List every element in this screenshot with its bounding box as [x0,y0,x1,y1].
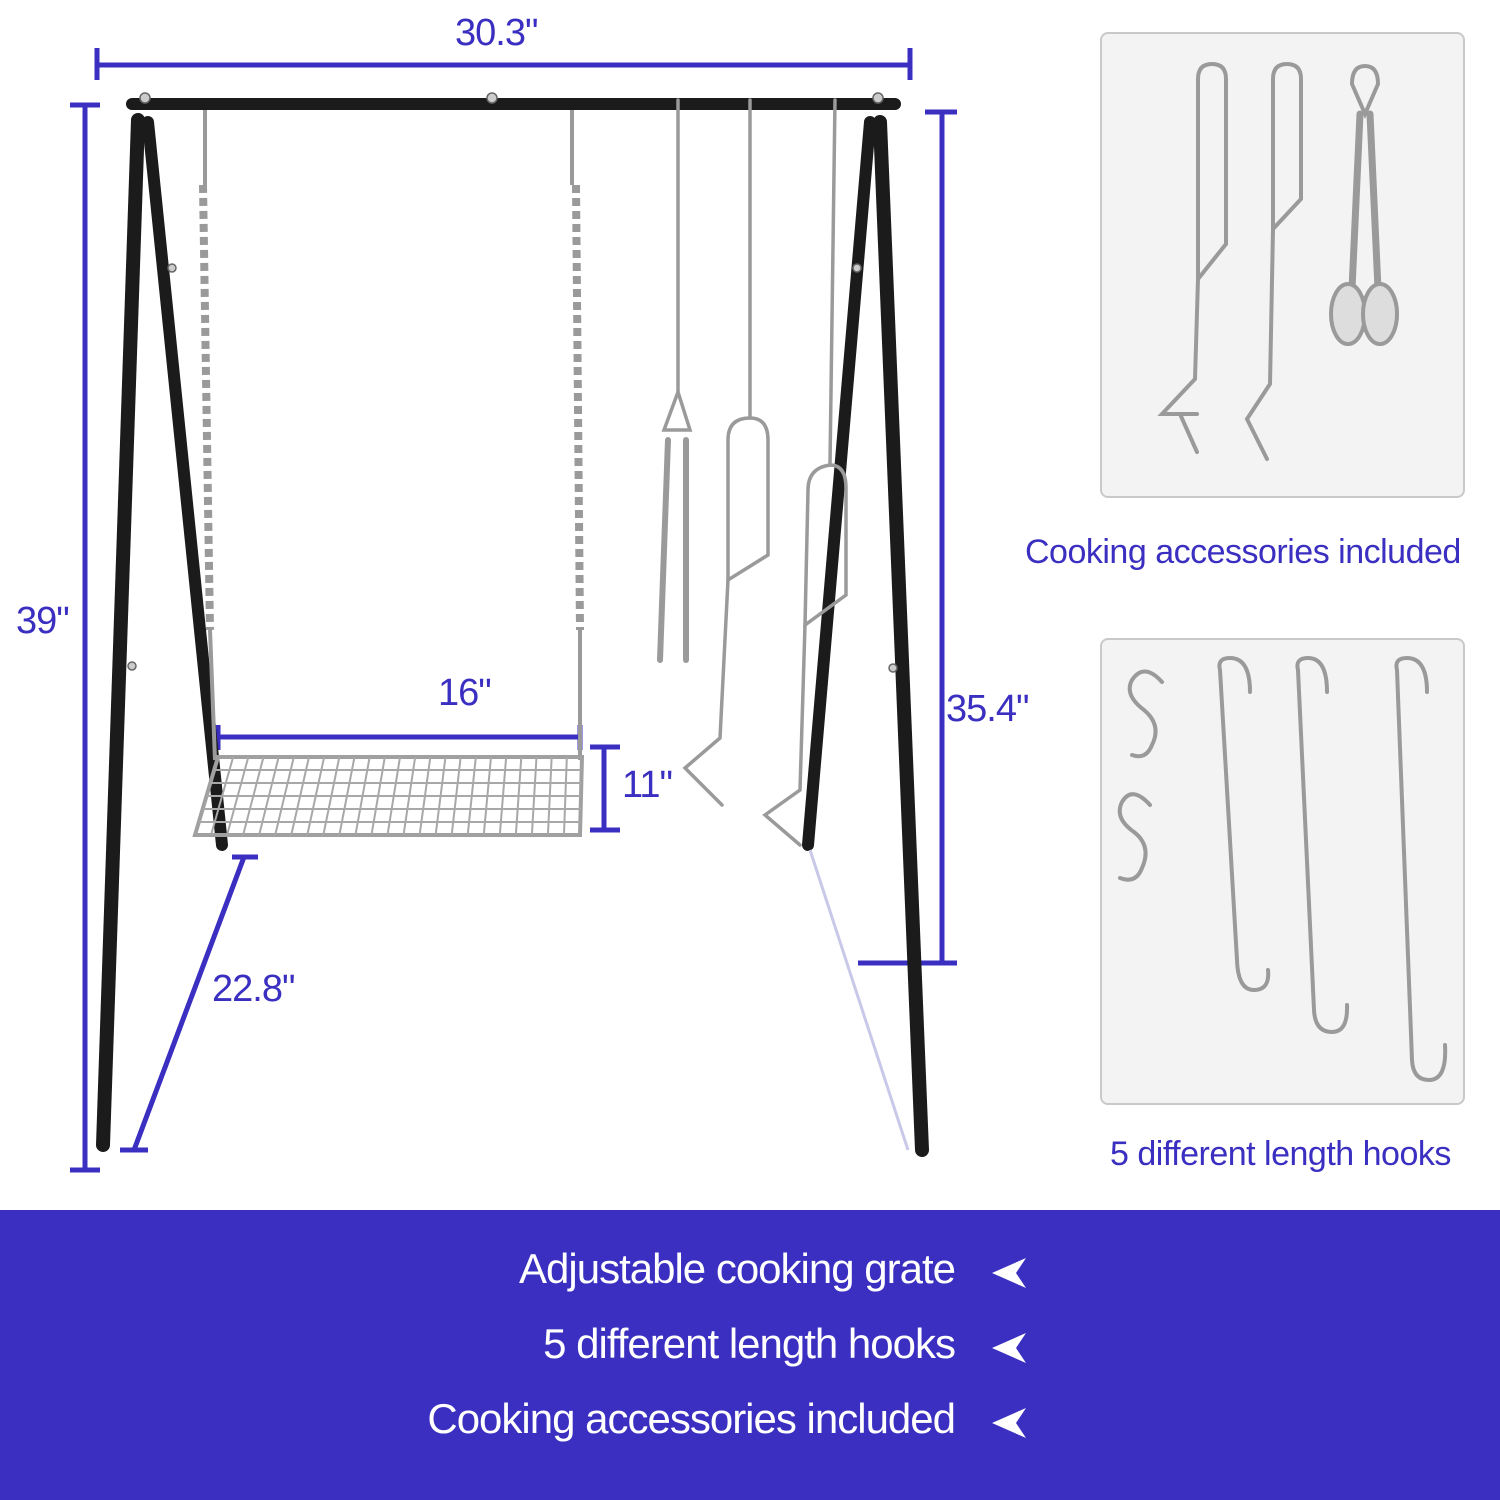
hooks-panel [1100,638,1465,1105]
grate-height-dimension-label: 11" [622,764,673,806]
accessories-caption: Cooking accessories included [1025,533,1461,571]
grate-width-dimension-label: 16" [438,672,492,714]
campfire-tripod-illustration [70,48,957,1173]
hanging-utensils [657,98,848,847]
tripod-frame [96,98,929,1157]
height-dimension-label: 39" [16,600,70,642]
grate-depth-dimension-label: 22.8" [212,968,295,1010]
grate-wires [198,756,582,836]
hook-height-dimension-label: 35.4" [946,688,1029,730]
hooks-illustration [1117,655,1448,1083]
accessories-illustration [1157,62,1399,461]
arrow-left-icon [992,1333,1026,1363]
hooks-caption: 5 different length hooks [1110,1135,1451,1173]
stake-shadow [808,849,910,1151]
width-dimension-label: 30.3" [455,12,538,54]
feature-length-hooks: 5 different length hooks [543,1320,956,1367]
feature-banner: Adjustable cooking grate 5 different len… [0,1210,1500,1500]
frame-bolts [127,92,898,673]
feature-adjustable-grate: Adjustable cooking grate [519,1245,956,1292]
feature-cooking-accessories: Cooking accessories included [427,1395,956,1442]
accessories-panel [1100,32,1465,498]
grate-chains [199,110,584,761]
arrow-left-icon [992,1258,1026,1288]
arrow-left-icon [992,1408,1026,1438]
